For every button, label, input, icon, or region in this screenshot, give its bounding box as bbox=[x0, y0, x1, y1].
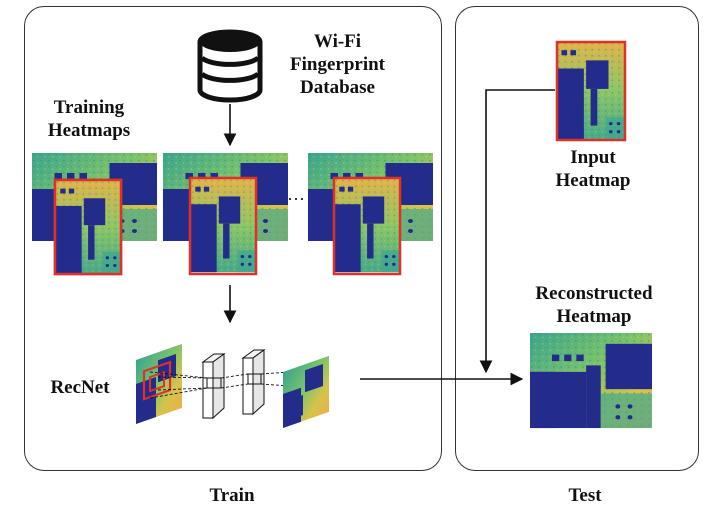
training-heatmap-stack-1 bbox=[32, 153, 157, 276]
database-label-line-1: Wi-Fi bbox=[313, 31, 362, 52]
input-label-line-2: Heatmap bbox=[555, 170, 631, 191]
train-panel bbox=[24, 6, 442, 471]
training-label-line-1: Training bbox=[53, 97, 125, 118]
train-panel-label: Train bbox=[209, 485, 255, 506]
reconstructed-heatmap bbox=[530, 333, 652, 429]
training-heatmap-stack-3 bbox=[308, 153, 433, 276]
training-heatmaps-label: Training Heatmaps bbox=[34, 96, 144, 142]
reconstructed-label-line-1: Reconstructed bbox=[535, 283, 653, 304]
test-panel bbox=[455, 6, 699, 471]
training-label-line-2: Heatmaps bbox=[47, 120, 131, 141]
cnn-icon bbox=[136, 343, 329, 428]
test-panel-label: Test bbox=[568, 485, 602, 506]
input-heatmap bbox=[555, 40, 627, 142]
database-label-line-2: Fingerprint bbox=[290, 54, 385, 75]
input-heatmap-label: Input Heatmap bbox=[540, 146, 646, 192]
recnet-label: RecNet bbox=[50, 377, 110, 398]
reconstructed-label-line-2: Heatmap bbox=[556, 306, 632, 327]
reconstructed-heatmap-label: Reconstructed Heatmap bbox=[514, 282, 674, 328]
arrow-input-to-output bbox=[479, 89, 555, 374]
stack-ellipsis: ··· bbox=[287, 189, 305, 209]
input-label-line-1: Input bbox=[570, 147, 616, 168]
database-icon bbox=[197, 29, 263, 103]
database-label: Wi-Fi Fingerprint Database bbox=[280, 30, 395, 99]
training-heatmap-stack-2 bbox=[163, 153, 288, 276]
database-label-line-3: Database bbox=[300, 77, 375, 98]
